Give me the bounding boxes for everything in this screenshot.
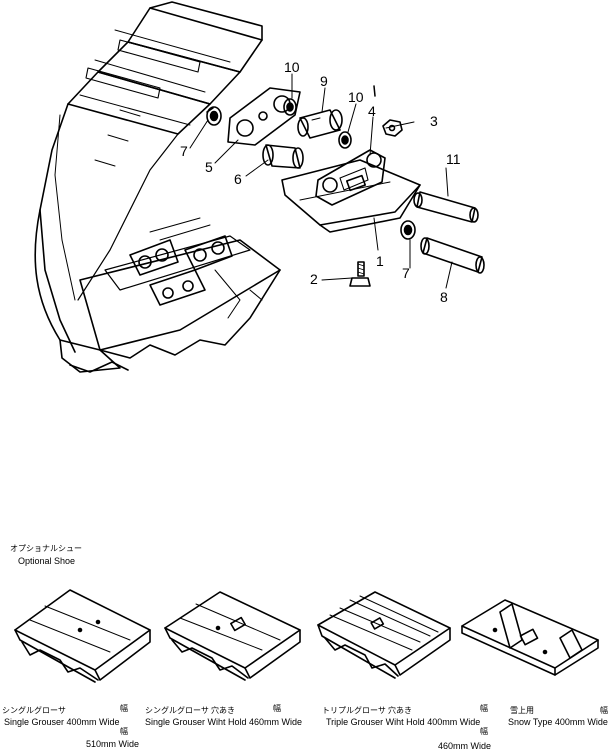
callout-1: 1 — [376, 253, 384, 269]
callout-2: 2 — [310, 271, 318, 287]
callout-6: 6 — [234, 171, 242, 187]
shoe-4-name-jp: 雪上用 — [510, 706, 534, 715]
shoe-2-name-en: Single Grouser Wiht Hold 460mm Wide — [145, 717, 303, 727]
shoe-4-width-jp: 幅 — [600, 706, 608, 715]
shoe-snow-type-drawing — [461, 599, 599, 676]
callout-3: 3 — [430, 113, 438, 129]
callout-9: 9 — [320, 73, 328, 89]
part-5-link-plate — [227, 87, 301, 146]
part-3-nut — [382, 119, 403, 137]
callout-10-a: 10 — [284, 59, 300, 75]
part-7-seal-lower — [400, 220, 416, 240]
part-4-link — [315, 149, 386, 206]
optional-shoe-heading-en: Optional Shoe — [18, 556, 76, 566]
part-2-bolt — [349, 261, 371, 287]
shoe-3-width-jp: 幅 — [480, 704, 488, 713]
part-10-ring-b — [338, 131, 352, 149]
track-chain-drawing — [34, 1, 281, 373]
shoe-3-name-jp: トリプルグローサ 穴あき — [322, 706, 413, 715]
callout-7-lower: 7 — [402, 265, 410, 281]
callout-10-b: 10 — [348, 89, 364, 105]
shoe-3-extra-en: 460mm Wide — [438, 741, 492, 751]
shoe-3-name-en: Triple Grouser Wiht Hold 400mm Wide — [326, 717, 481, 727]
part-10-ring-a — [283, 98, 297, 116]
part-11-pin — [413, 191, 479, 223]
part-1-shoe-plate — [281, 159, 421, 233]
optional-shoe-heading-jp: オプショナルシュー — [10, 544, 82, 553]
part-8-pin — [420, 237, 485, 274]
part-7-seal-upper — [206, 106, 222, 126]
shoe-1-name-jp: シングルグローサ — [2, 706, 66, 715]
part-6-bushing — [262, 144, 304, 169]
shoe-triple-grouser-with-hole-drawing — [317, 591, 451, 679]
shoe-1-name-en: Single Grouser 400mm Wide — [4, 717, 120, 727]
callout-4: 4 — [368, 103, 376, 119]
callout-leader-lines — [189, 73, 453, 289]
callout-5: 5 — [205, 159, 213, 175]
shoe-1-width-jp: 幅 — [120, 704, 128, 713]
callout-8: 8 — [440, 289, 448, 305]
callout-7-upper: 7 — [180, 143, 188, 159]
shoe-3-extra-width-jp: 幅 — [480, 727, 488, 736]
shoe-2-width-jp: 幅 — [273, 704, 281, 713]
shoe-1-extra-width-jp: 幅 — [120, 727, 128, 736]
callout-11: 11 — [446, 151, 461, 167]
shoe-1-extra-en: 510mm Wide — [86, 739, 140, 749]
shoe-single-grouser-with-hole-drawing — [164, 591, 301, 681]
shoe-2-name-jp: シングルグローサ 穴あき — [145, 706, 236, 715]
shoe-4-name-en: Snow Type 400mm Wide — [508, 717, 608, 727]
part-9-pin — [297, 109, 343, 139]
shoe-single-grouser-drawing — [14, 589, 151, 683]
